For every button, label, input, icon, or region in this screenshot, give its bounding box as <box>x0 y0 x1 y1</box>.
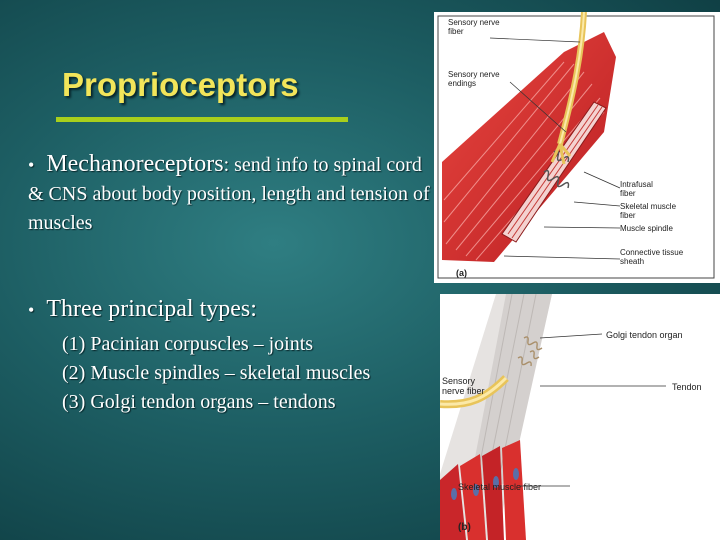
types-heading: • Three principal types: <box>28 296 257 323</box>
mechanoreceptors-term: Mechanoreceptors <box>46 151 224 177</box>
mechanoreceptors-description: : send info to spinal cord & CNS about b… <box>28 154 430 234</box>
skeletal-muscle-fiber-label: Skeletal muscle fiber <box>458 482 542 492</box>
bullet: • <box>28 155 35 175</box>
panel-label-b: (b) <box>458 522 471 533</box>
bullet: • <box>28 300 35 320</box>
list-item: (3) Golgi tendon organs – tendons <box>62 391 336 413</box>
sensory-nerve-fiber-label: Sensory nerve fiber <box>442 376 485 396</box>
mechanoreceptors-paragraph: • Mechanoreceptors: send info to spinal c… <box>28 150 433 238</box>
skeletal-muscle-fiber-label: Skeletal muscle fiber <box>620 202 677 220</box>
title-underline <box>56 117 348 122</box>
slide-title: Proprioceptors <box>62 66 299 103</box>
panel-label-a: (a) <box>456 268 467 278</box>
muscle-spindle-figure: Sensory nerve fiber Sensory nerve ending… <box>434 12 720 283</box>
sensory-nerve-endings-label: Sensory nerve endings <box>448 70 500 88</box>
tendon-label: Tendon <box>672 382 702 392</box>
golgi-tendon-organ-illustration <box>440 294 720 540</box>
sensory-nerve-fiber-label: Sensory nerve fiber <box>448 18 500 36</box>
muscle-spindle-illustration <box>434 12 720 283</box>
golgi-tendon-organ-figure: Golgi tendon organ Tendon Sensory nerve … <box>440 294 720 540</box>
list-item: (2) Muscle spindles – skeletal muscles <box>62 362 371 384</box>
muscle-spindle-label: Muscle spindle <box>620 224 673 233</box>
connective-tissue-sheath-label: Connective tissue sheath <box>620 248 684 266</box>
intrafusal-fiber-label: Intrafusal fiber <box>620 180 653 198</box>
list-item: (1) Pacinian corpuscles – joints <box>62 333 314 355</box>
types-heading-text: Three principal types: <box>46 296 257 322</box>
golgi-tendon-organ-label: Golgi tendon organ <box>606 330 683 340</box>
types-list: (1) Pacinian corpuscles – joints (2) Mus… <box>62 330 370 417</box>
